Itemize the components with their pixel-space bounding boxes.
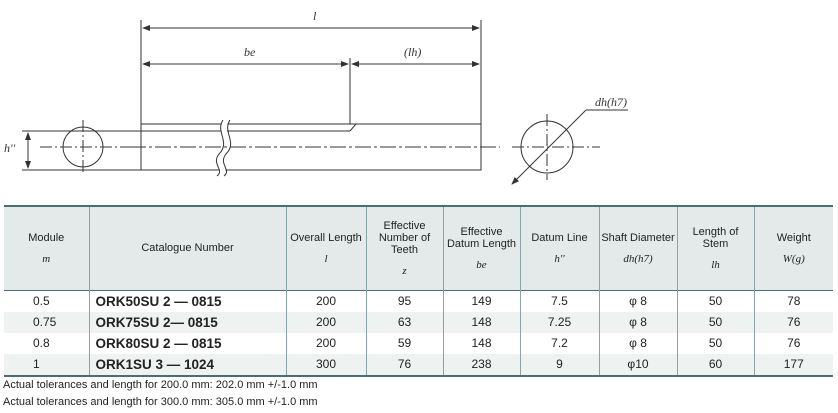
label-dh: dh(h7) [595,95,627,109]
column-header-title: Effective Number of Teeth [378,219,431,256]
table-cell: 300 [286,353,367,376]
column-header-title: Catalogue Number [141,242,234,255]
column-header-symbol: m [42,252,51,265]
table-cell: 76 [754,311,833,333]
table-cell: φ 8 [599,332,678,354]
table-cell: 0.8 [4,332,90,354]
table-cell: ORK50SU 2 — 0815 [89,290,287,312]
table-cell: 95 [366,290,444,312]
table-cell: 177 [754,353,833,376]
column-header-symbol: W(g) [782,252,805,265]
column-header-title: Effective Datum Length [446,225,517,250]
table-cell: 148 [443,332,521,354]
column-header-title: Weight [776,231,811,244]
column-header-symbol: l [324,252,328,265]
table-cell: 200 [286,332,367,354]
tooth-end [349,123,357,132]
table-cell: 149 [443,290,521,312]
table-cell: φ 8 [599,311,678,333]
break-mark-left [215,119,225,177]
column-header-title: Module [28,231,65,244]
column-header-symbol: dh(h7) [623,252,653,265]
column-header-title: Length of Stem [692,225,739,250]
column-header: Overall Length l [286,206,367,290]
table-cell: 7.25 [520,311,600,333]
column-header-title: Datum Line [531,231,588,244]
column-header: Shaft Diameter dh(h7) [599,206,678,290]
column-header-title: Overall Length [290,231,362,244]
technical-drawing: l be (lh) dh(h7) h'' [4,9,628,185]
table-header: Module m Catalogue Number Overall Length l Ef… [4,206,833,290]
table-cell: 50 [677,311,755,333]
table-cell: 78 [787,294,801,308]
label-be: be [244,45,256,59]
table-cell: 200 [286,311,367,333]
column-header: Length of Stem lh [677,206,755,290]
table-cell: 50 [677,332,755,354]
table-cell: φ 8 [599,290,678,312]
column-header-symbol: be [476,258,487,271]
column-header: Datum Line h'' [520,206,600,290]
specs-table: Module m Catalogue Number Overall Length l Ef… [4,205,833,377]
diameter-leader [511,109,587,185]
column-header-title: Shaft Diameter [601,231,675,244]
table-cell: φ10 [599,353,678,376]
table-cell: 9 [520,353,600,376]
column-header-symbol: h'' [554,252,565,265]
table-cell: 1 [4,353,90,376]
break-mark-right [222,119,232,177]
table-cell: 76 [366,353,444,376]
table-cell: 0.75 [4,311,90,333]
table-cell: 63 [366,311,444,333]
column-header: Catalogue Number [89,206,287,290]
column-header: Effective Datum Length be [443,206,521,290]
table-cell: ORK75SU 2— 0815 [89,311,287,333]
column-header: Effective Number of Teeth z [366,206,444,290]
break-mask [216,118,230,179]
label-l: l [313,9,317,23]
tolerance-note-200: Actual tolerances and length for 200.0 m… [3,379,318,391]
table-cell: ORK1SU 3 — 1024 [89,353,287,376]
table-cell: 0.5 [4,290,90,312]
table-cell: 59 [366,332,444,354]
label-h: h'' [4,141,16,155]
table-cell: 7.2 [520,332,600,354]
table-cell: ORK80SU 2 — 0815 [89,332,287,354]
label-lh: (lh) [404,45,421,59]
table-cell: 60 [677,353,755,376]
table-cell: 148 [443,311,521,333]
column-header-symbol: z [402,264,407,277]
table-cell: 50 [677,290,755,312]
table-cell: 238 [443,353,521,376]
table-cell: 200 [286,290,367,312]
tolerance-note-300: Actual tolerances and length for 300.0 m… [3,396,318,408]
column-header-symbol: lh [711,258,720,271]
table-cell: 7.5 [520,290,600,312]
column-header: Module m [4,206,90,290]
table-cell: 76 [787,336,801,350]
